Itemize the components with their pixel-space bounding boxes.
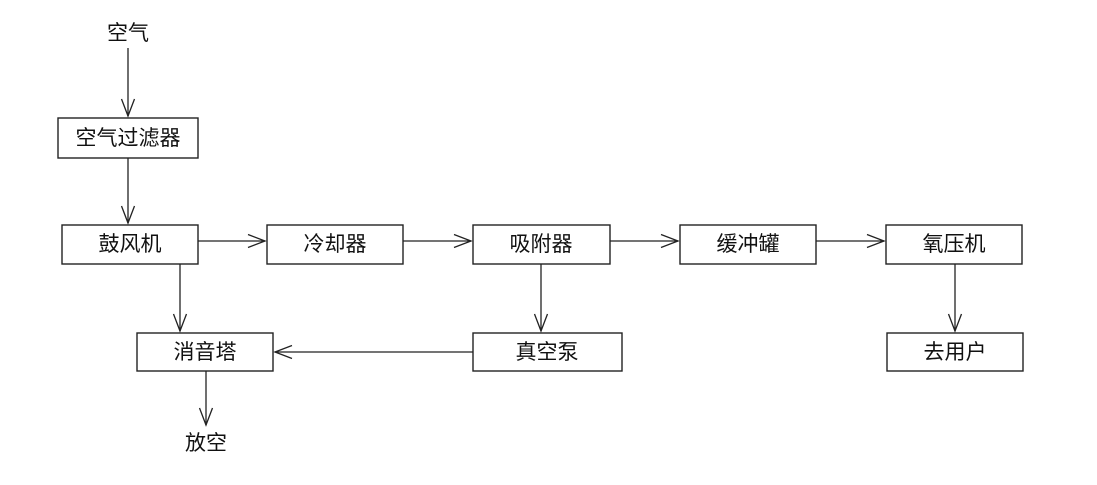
edge-buffer-tank-to-oxygen-compressor bbox=[816, 233, 886, 249]
arrowhead-icon bbox=[120, 98, 136, 118]
muffler-tower-box bbox=[136, 332, 274, 372]
arrowhead-icon bbox=[247, 233, 267, 249]
arrowhead-icon bbox=[453, 233, 473, 249]
oxygen-compressor-label: 氧压机 bbox=[923, 232, 986, 256]
buffer-tank-node: 缓冲罐 bbox=[679, 224, 817, 265]
air-filter-node: 空气过滤器 bbox=[57, 117, 199, 159]
edge-muffler-tower-to-vent bbox=[198, 371, 214, 427]
blower-node: 鼓风机 bbox=[61, 224, 199, 265]
air-filter-label: 空气过滤器 bbox=[76, 126, 181, 150]
arrowhead-icon bbox=[273, 344, 293, 360]
buffer-tank-label: 缓冲罐 bbox=[717, 232, 780, 256]
edge-vacuum-pump-to-muffler-tower bbox=[273, 344, 473, 360]
edge-air-to-air-filter bbox=[120, 48, 136, 118]
cooler-box bbox=[266, 224, 404, 265]
cooler-node: 冷却器 bbox=[266, 224, 404, 265]
blower-box bbox=[61, 224, 199, 265]
air-label: 空气 bbox=[107, 21, 149, 45]
edge-adsorber-to-buffer-tank bbox=[610, 233, 680, 249]
arrowhead-icon bbox=[660, 233, 680, 249]
edge-adsorber-to-vacuum-pump bbox=[533, 264, 549, 333]
arrowhead-icon bbox=[533, 313, 549, 333]
vacuum-pump-box bbox=[472, 332, 623, 372]
edge-blower-to-cooler bbox=[198, 233, 267, 249]
muffler-tower-label: 消音塔 bbox=[174, 340, 237, 364]
oxygen-compressor-node: 氧压机 bbox=[885, 224, 1023, 265]
blower-label: 鼓风机 bbox=[99, 232, 162, 256]
edge-oxygen-compressor-to-to-user bbox=[947, 264, 963, 333]
cooler-label: 冷却器 bbox=[304, 232, 367, 256]
arrowhead-icon bbox=[172, 313, 188, 333]
air-filter-box bbox=[57, 117, 199, 159]
buffer-tank-box bbox=[679, 224, 817, 265]
arrowhead-icon bbox=[198, 407, 214, 427]
to-user-node: 去用户 bbox=[886, 332, 1024, 372]
to-user-label: 去用户 bbox=[924, 340, 987, 364]
edge-air-filter-to-blower bbox=[120, 158, 136, 225]
edges-layer bbox=[120, 48, 963, 427]
arrowhead-icon bbox=[947, 313, 963, 333]
edge-cooler-to-adsorber bbox=[403, 233, 473, 249]
vent-label: 放空 bbox=[185, 431, 227, 455]
adsorber-box bbox=[472, 224, 611, 265]
adsorber-node: 吸附器 bbox=[472, 224, 611, 265]
muffler-tower-node: 消音塔 bbox=[136, 332, 274, 372]
oxygen-compressor-box bbox=[885, 224, 1023, 265]
vacuum-pump-label: 真空泵 bbox=[516, 340, 579, 364]
to-user-box bbox=[886, 332, 1024, 372]
vacuum-pump-node: 真空泵 bbox=[472, 332, 623, 372]
adsorber-label: 吸附器 bbox=[510, 232, 573, 256]
arrowhead-icon bbox=[120, 205, 136, 225]
edge-blower-to-muffler-tower bbox=[172, 264, 188, 333]
arrowhead-icon bbox=[866, 233, 886, 249]
